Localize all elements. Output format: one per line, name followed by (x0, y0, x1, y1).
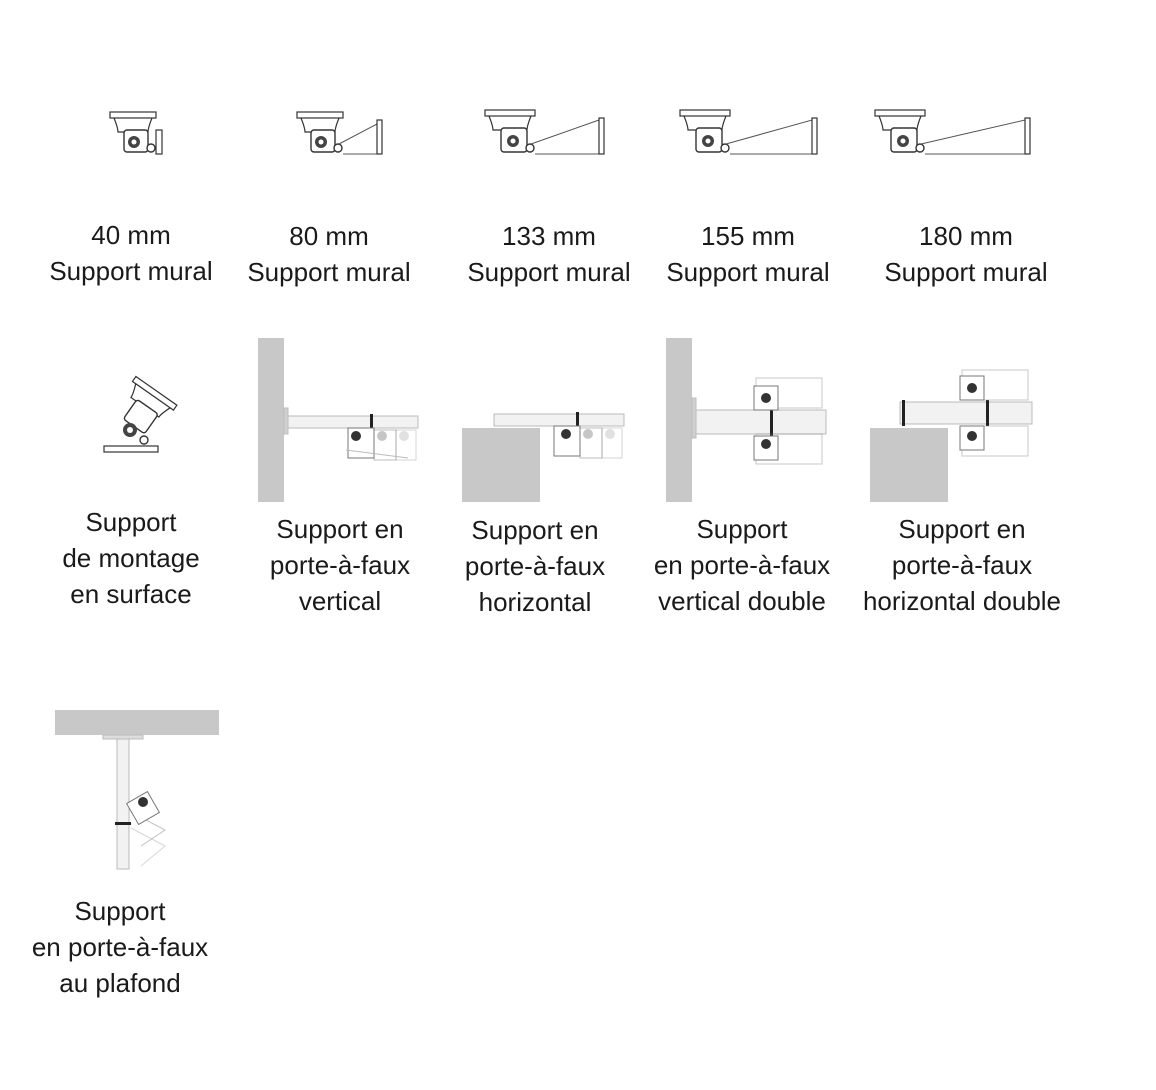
wall-mount-80-text: Support mural (247, 257, 411, 287)
wall-mount-40-label: 40 mm Support mural (49, 217, 212, 289)
wall-mount-40-size: 40 mm (91, 220, 171, 250)
horizontal-cantilever-mount-label: Support en porte-à-faux horizontal (465, 512, 605, 620)
wall-mount-180-size: 180 mm (919, 221, 1013, 251)
surface-mount-line-2: de montage (62, 543, 200, 573)
wall-mount-40-icon (109, 111, 163, 155)
horizontal-cantilever-line-3: horizontal (478, 587, 592, 617)
ceiling-cantilever-line-3: au plafond (59, 968, 181, 998)
wall-mount-133-size: 133 mm (502, 221, 596, 251)
surface-mount-line-3: en surface (70, 579, 192, 609)
wall-mount-40-text: Support mural (49, 256, 213, 286)
double-horizontal-cantilever-mount-icon (870, 369, 1033, 502)
wall-mount-133-icon (484, 109, 605, 155)
double-vertical-cantilever-line-2: en porte-à-faux (653, 550, 831, 580)
double-horizontal-cantilever-line-3: horizontal double (862, 586, 1062, 616)
surface-mount-label: Support de montage en surface (62, 504, 199, 612)
wall-mount-155-label: 155 mm Support mural (666, 218, 829, 290)
wall-mount-155-icon (679, 109, 818, 155)
wall-mount-155-size: 155 mm (701, 221, 795, 251)
wall-mount-133-text: Support mural (467, 257, 631, 287)
horizontal-cantilever-line-2: porte-à-faux (464, 551, 606, 581)
double-vertical-cantilever-mount-icon (666, 338, 827, 502)
vertical-cantilever-mount-label: Support en porte-à-faux vertical (270, 511, 410, 619)
vertical-cantilever-mount-icon (258, 338, 419, 502)
vertical-cantilever-line-1: Support en (276, 514, 404, 544)
wall-mount-133-label: 133 mm Support mural (467, 218, 630, 290)
double-horizontal-cantilever-mount-label: Support en porte-à-faux horizontal doubl… (863, 511, 1061, 619)
double-vertical-cantilever-line-3: vertical double (658, 586, 826, 616)
vertical-cantilever-line-3: vertical (298, 586, 382, 616)
wall-mount-80-icon (296, 111, 383, 155)
wall-mount-180-text: Support mural (884, 257, 1048, 287)
ceiling-cantilever-line-1: Support (74, 896, 166, 926)
double-horizontal-cantilever-line-1: Support en (898, 514, 1026, 544)
double-vertical-cantilever-line-1: Support (696, 514, 788, 544)
ceiling-cantilever-mount-icon (55, 710, 219, 870)
wall-mount-155-text: Support mural (666, 257, 830, 287)
ceiling-cantilever-line-2: en porte-à-faux (31, 932, 209, 962)
wall-mount-80-size: 80 mm (289, 221, 369, 251)
surface-mount-icon (103, 375, 178, 453)
vertical-cantilever-line-2: porte-à-faux (269, 550, 411, 580)
wall-mount-180-icon (874, 109, 1031, 155)
ceiling-cantilever-mount-label: Support en porte-à-faux au plafond (32, 893, 208, 1001)
surface-mount-line-1: Support (85, 507, 177, 537)
wall-mount-180-label: 180 mm Support mural (884, 218, 1047, 290)
wall-mount-80-label: 80 mm Support mural (247, 218, 410, 290)
horizontal-cantilever-line-1: Support en (471, 515, 599, 545)
double-vertical-cantilever-mount-label: Support en porte-à-faux vertical double (654, 511, 830, 619)
double-horizontal-cantilever-line-2: porte-à-faux (891, 550, 1033, 580)
horizontal-cantilever-mount-icon (462, 412, 625, 502)
